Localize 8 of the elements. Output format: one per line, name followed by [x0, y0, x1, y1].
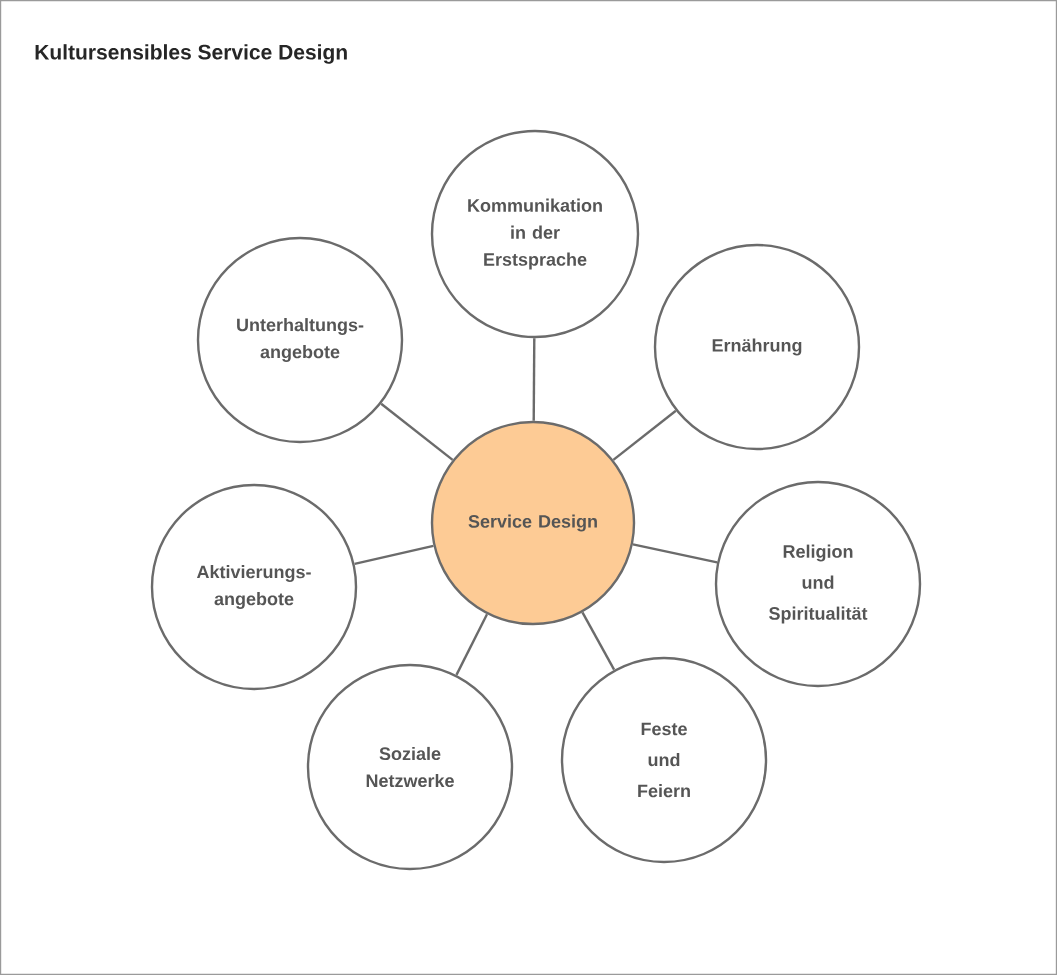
- connector-line: [354, 544, 434, 566]
- connector-line: [455, 613, 489, 676]
- connector-line: [380, 402, 454, 461]
- connector-line: [632, 543, 718, 564]
- connector-line: [581, 611, 616, 671]
- connector-line: [532, 338, 536, 421]
- title: Kultursensibles Service Design: [35, 44, 347, 64]
- connector-line: [612, 409, 677, 461]
